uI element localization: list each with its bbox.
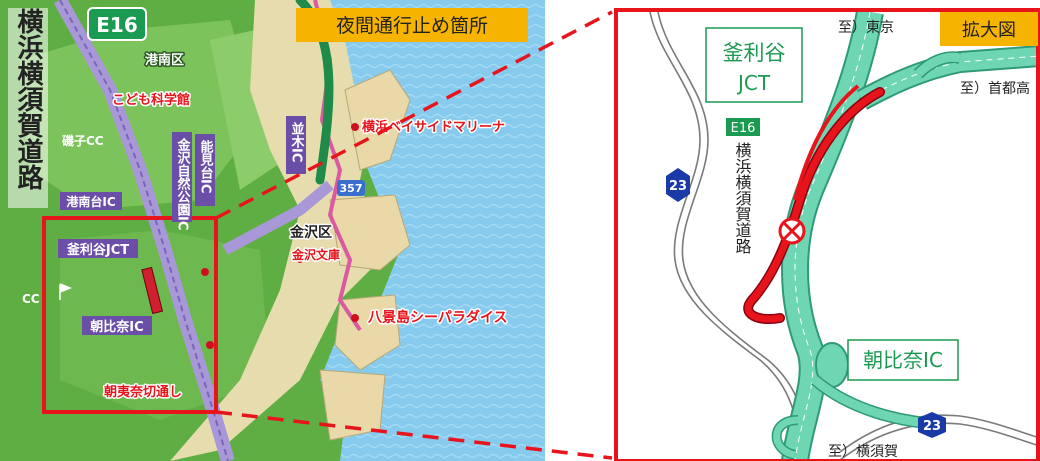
label-sankeidai: 港南台IC [66, 194, 115, 209]
zoom-expressway-name: 横浜横須賀道路 [733, 142, 752, 254]
jct-label-box [705, 27, 803, 103]
to-tokyo: 至）東京 [838, 20, 894, 36]
zoom-connector-top [215, 10, 613, 220]
left-title: 夜間通行止め箇所 [336, 15, 488, 37]
label-bg [60, 192, 122, 210]
kanazawa-branch [222, 180, 334, 255]
expressway-name: 横浜横須賀道路 [13, 8, 44, 190]
label-kanazawa-bunko: 金沢文庫 [291, 247, 340, 262]
general-roads [649, 11, 1040, 461]
expressway-name-bg [8, 8, 48, 208]
zoom-title-box [940, 12, 1038, 46]
e16-badge [87, 7, 147, 41]
poi-dot [201, 268, 209, 276]
label-kanazawa-ku: 金沢区 [289, 224, 332, 241]
zoom-e16-text: E16 [731, 121, 756, 136]
label-golf: CC [22, 292, 40, 306]
route-357-text: 357 [340, 182, 363, 195]
label-bg [195, 134, 215, 206]
label-bg [82, 316, 152, 335]
highlight-box [42, 216, 218, 414]
zoom-title: 拡大図 [962, 20, 1016, 41]
to-yokosuka: 至）横須賀 [828, 444, 898, 460]
route-23-shield [666, 168, 690, 202]
left-map: E16 夜間通行止め箇所 横浜横須賀道路 港南区 こども科学館 磯子CC 港南台… [0, 0, 545, 461]
label-bg [286, 116, 306, 174]
poi-dot [297, 257, 303, 263]
golf-flag-icon [59, 283, 73, 300]
ic-name: 朝比奈IC [863, 348, 943, 372]
expressway-centerline [59, 0, 229, 461]
poi-dot [351, 123, 359, 131]
zoom-frame [614, 8, 1040, 461]
closure-icon [778, 217, 806, 245]
to-shuto: 至）首都高 [960, 80, 1030, 97]
route-23-text: 23 [923, 419, 941, 434]
poi-dot [206, 341, 214, 349]
jct-name-line1: 釜利谷 [723, 41, 786, 65]
label-hakkeijima: 八景島シーパラダイス [367, 309, 507, 326]
label-nokendai: 能見台IC [198, 139, 215, 193]
label-isogo-cc: 磯子CC [62, 133, 104, 148]
label-kanazawa-park: 金沢自然公園IC [175, 137, 192, 230]
label-namiki-ic: 並木IC [289, 121, 306, 162]
route-23-shield [918, 412, 946, 438]
zoom-connector-bottom [215, 410, 613, 460]
label-bg [58, 239, 138, 258]
label-minami-ku: 港南区 [145, 52, 184, 68]
route-357-badge [337, 180, 365, 196]
label-asahina-pass: 朝夷奈切通し [104, 384, 182, 400]
route-23-text: 23 [669, 179, 687, 194]
label-bg [172, 132, 192, 222]
e16-badge-text: E16 [96, 13, 138, 37]
ic-label-box [847, 339, 959, 381]
label-kamariya-jct: 釜利谷JCT [66, 242, 129, 258]
label-asahina-ic: 朝比奈IC [90, 319, 143, 335]
landfill [344, 69, 411, 171]
label-baysail: 横浜ベイサイドマリーナ [362, 119, 505, 135]
title-box [296, 8, 528, 42]
right-map: 拡大図 釜利谷 JCT E16 横浜横須賀道路 至）東京 至）首都高 至）横須賀… [614, 8, 1040, 461]
landfill [329, 194, 411, 271]
label-kodomo: こども科学館 [112, 92, 190, 108]
jct-name-line2: JCT [736, 71, 771, 95]
closure-segment [141, 266, 164, 315]
zoom-e16-badge [726, 118, 760, 136]
poi-dot [351, 314, 359, 322]
